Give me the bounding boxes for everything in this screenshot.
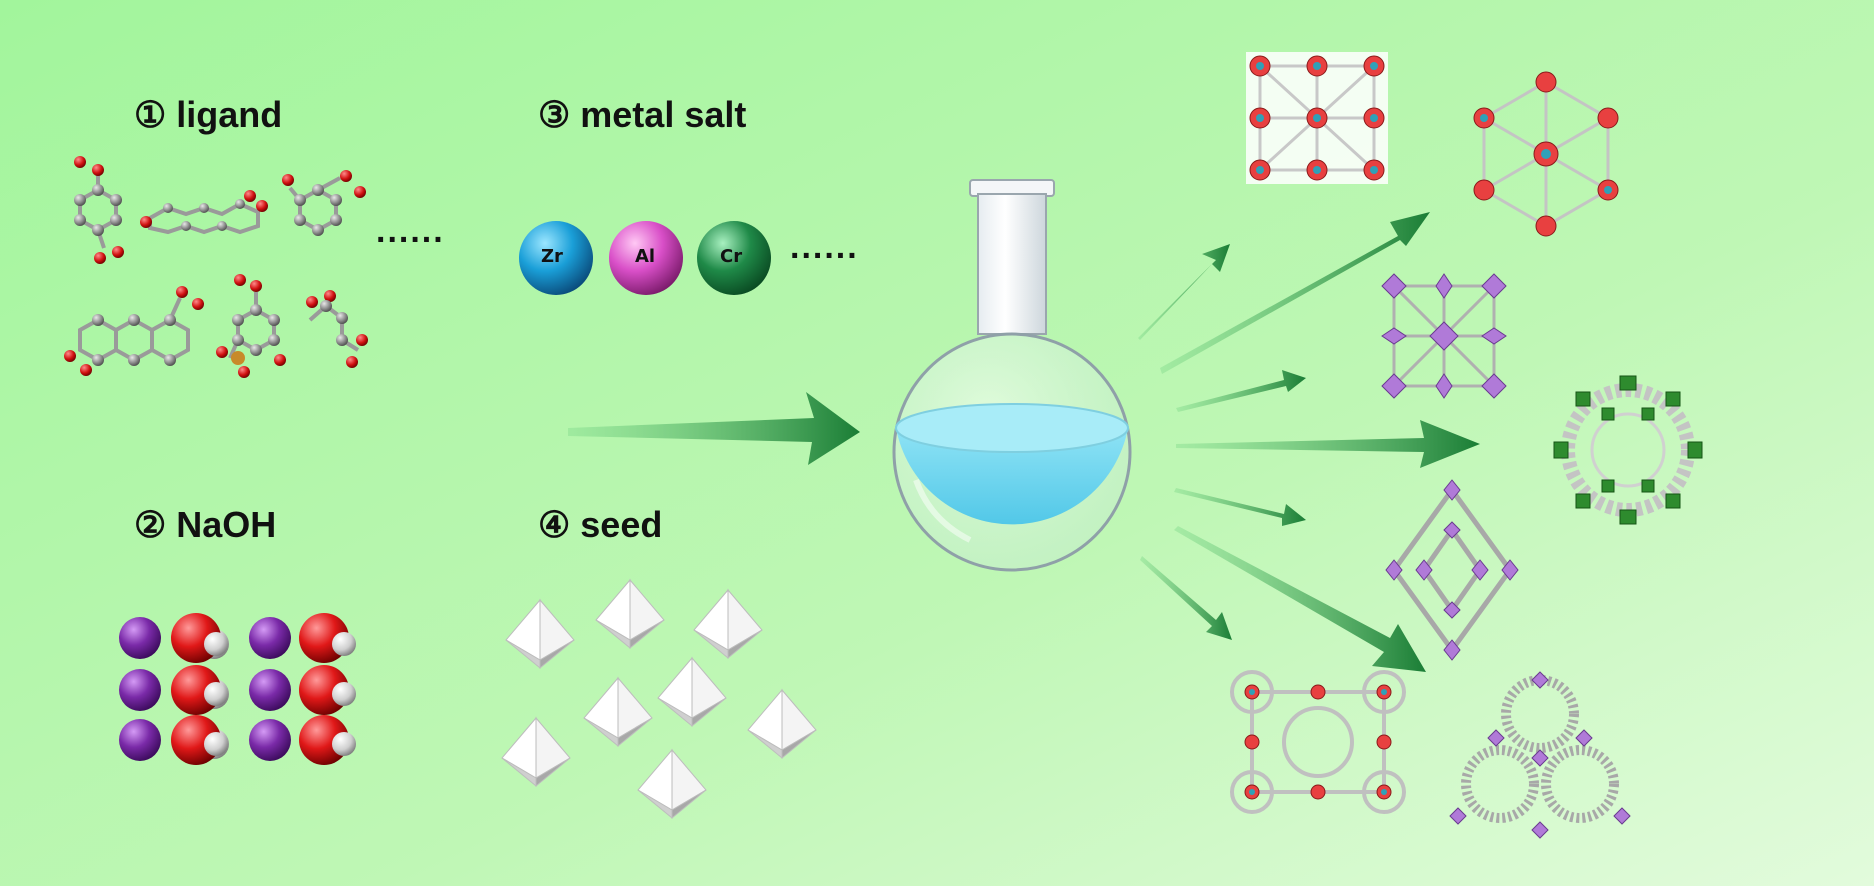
label-naoh: ② NaOH: [134, 504, 277, 545]
ligand-molecule-2: [140, 190, 268, 235]
ion-symbol-cr: Cr: [720, 246, 743, 267]
framework-structure-7: [1449, 671, 1631, 839]
output-arrow: [1176, 370, 1306, 412]
ligand-molecules: [64, 156, 368, 378]
input-arrow: [568, 392, 860, 465]
framework-structure-1: [1246, 52, 1388, 184]
round-bottom-flask: [892, 179, 1132, 572]
ion-symbol-al: Al: [635, 246, 656, 267]
naoh-spheres: [119, 613, 356, 765]
naoh-block-right: [249, 613, 356, 765]
ion-cr: [697, 221, 771, 295]
output-arrow: [1176, 420, 1480, 468]
output-arrow: [1160, 212, 1430, 374]
seed-crystal: [693, 588, 763, 660]
metal-ellipsis: ......: [790, 228, 859, 266]
flask-liquid: [896, 428, 1128, 525]
seed-crystal: [637, 748, 707, 820]
output-arrow: [1140, 556, 1232, 640]
seed-crystal: [747, 688, 817, 760]
framework-structure-2: [1473, 71, 1619, 237]
label-ligand: ① ligand: [134, 94, 283, 135]
seed-crystal: [657, 656, 727, 728]
ion-al: [609, 221, 683, 295]
naoh-block-left: [119, 613, 229, 765]
framework-structure-4: [1553, 375, 1703, 525]
seed-crystal: [595, 578, 665, 650]
output-arrow: [1138, 244, 1230, 340]
label-seed: ④ seed: [538, 504, 663, 545]
seed-crystal: [505, 598, 575, 670]
seed-crystal: [501, 716, 571, 788]
ligand-ellipsis: ......: [376, 212, 445, 250]
seed-crystals: [501, 578, 817, 820]
seed-crystal: [583, 676, 653, 748]
metal-ions: [519, 221, 771, 295]
label-metal-salt: ③ metal salt: [538, 94, 747, 135]
framework-structure-6: [1230, 670, 1406, 814]
framework-structure-5: [1385, 479, 1519, 661]
ion-symbol-zr: Zr: [541, 246, 563, 267]
output-arrow: [1174, 526, 1426, 672]
output-arrows: [1138, 212, 1480, 672]
output-arrow: [1174, 488, 1306, 526]
ion-zr: [519, 221, 593, 295]
framework-structure-3: [1381, 273, 1507, 399]
